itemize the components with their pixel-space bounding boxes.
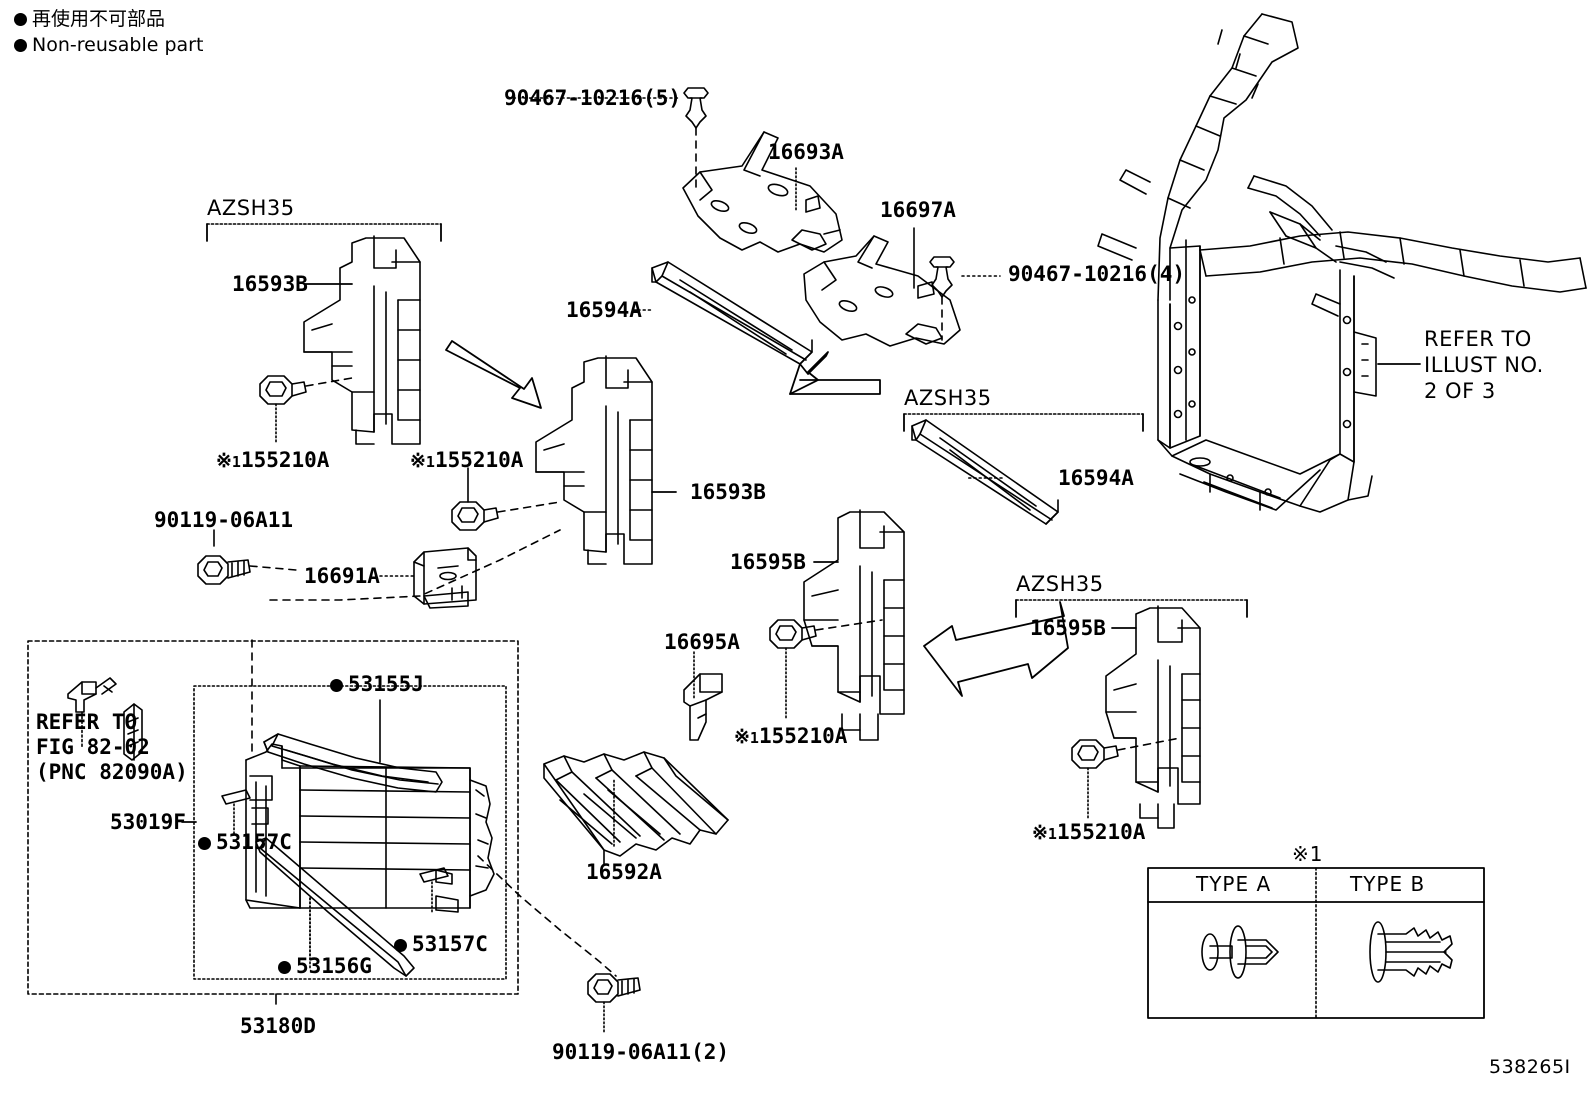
callout-53157c-2: 53157C — [394, 934, 488, 955]
assembly-arrow-1 — [445, 340, 542, 409]
non-reusable-marker-icon-3 — [330, 679, 343, 692]
type-table-col-b-label: TYPE B — [1350, 872, 1426, 896]
callout-16594a-mid: 16594A — [1058, 466, 1134, 490]
clip-90467-10216-5 — [683, 87, 709, 129]
callout-16593b-mid: 16593B — [690, 480, 766, 504]
callout-53019f: 53019F — [110, 810, 186, 834]
part-radiator-support-frame — [1097, 13, 1587, 513]
part-16594a-mid — [911, 419, 1059, 525]
callout-155210a-3: ※1155210A — [734, 724, 848, 748]
non-reusable-marker-icon — [14, 13, 27, 26]
part-53157c-2 — [419, 867, 449, 915]
part-16693a — [682, 131, 843, 253]
box-53019f — [193, 685, 507, 980]
part-16593b-upper — [303, 235, 421, 445]
part-16592a — [543, 751, 729, 865]
refer-to-illust-note: REFER TO ILLUST NO. 2 OF 3 — [1424, 326, 1544, 404]
callout-90119-06a11: 90119-06A11 — [154, 508, 294, 532]
grade-label-azsh35-right: AZSH35 — [1016, 572, 1104, 596]
legend-japanese: 再使用不可部品 — [14, 10, 165, 29]
grade-label-azsh35-mid: AZSH35 — [904, 386, 992, 410]
callout-53180d: 53180D — [240, 1014, 316, 1038]
bolt-155210a-2 — [451, 501, 499, 531]
legend-english: Non-reusable part — [14, 36, 203, 55]
refer-illust-line-1: REFER TO — [1424, 327, 1532, 351]
refer-illust-line-3: 2 OF 3 — [1424, 379, 1496, 403]
callout-53156g: 53156G — [278, 956, 372, 977]
type-table-title: ※1 — [1292, 842, 1324, 866]
callout-16693a: 16693A — [768, 140, 844, 164]
part-53019f-grille — [245, 743, 495, 913]
push-rivet-clip-icon — [1201, 925, 1279, 979]
christmas-tree-clip-icon — [1369, 921, 1453, 983]
callout-155210a-2: ※1155210A — [410, 448, 524, 472]
bolt-155210a-3 — [769, 619, 817, 649]
callout-16594a-top: 16594A — [566, 298, 642, 322]
callout-16592a: 16592A — [586, 860, 662, 884]
non-reusable-marker-icon-4 — [198, 837, 211, 850]
part-16594a-upper — [651, 261, 813, 365]
callout-53157c-1: 53157C — [198, 832, 292, 853]
part-16595b-right — [1105, 605, 1201, 829]
part-refer-fig-82-02 — [67, 677, 143, 761]
bolt-90119-06a11 — [197, 555, 251, 585]
callout-16595b-mid: 16595B — [730, 550, 806, 574]
callout-90467-10216-4: 90467-10216(4) — [1008, 262, 1186, 286]
refer-fig-line-1: REFER TO — [36, 710, 138, 734]
kome-mark-icon-3: ※ — [734, 726, 750, 748]
bolt-155210a-1 — [259, 375, 307, 405]
callout-90119-06a11-2: 90119-06A11(2) — [552, 1040, 730, 1064]
callout-155210a-4: ※1155210A — [1032, 820, 1146, 844]
refer-illust-line-2: ILLUST NO. — [1424, 353, 1544, 377]
type-table-col-a-label: TYPE A — [1196, 872, 1272, 896]
callout-16593b-top: 16593B — [232, 272, 308, 296]
kome-mark-icon-4: ※ — [1032, 822, 1048, 844]
callout-53155j: 53155J — [330, 674, 424, 695]
part-16595b-mid — [803, 509, 905, 741]
part-53157c-1 — [221, 789, 251, 837]
figure-id: 538265I — [1489, 1056, 1571, 1078]
refer-to-fig-note: REFER TO FIG 82-02 (PNC 82090A) — [36, 710, 188, 785]
clip-90467-10216-4 — [929, 256, 955, 298]
kome-mark-icon: ※ — [216, 450, 232, 472]
part-16697a — [803, 235, 961, 347]
type-table-frame — [1147, 867, 1485, 1019]
callout-155210a-1: ※1155210A — [216, 448, 330, 472]
bolt-90119-06a11-2 — [587, 973, 641, 1003]
non-reusable-marker-icon-6 — [278, 961, 291, 974]
refer-fig-line-3: (PNC 82090A) — [36, 760, 188, 784]
box-53180d — [27, 640, 519, 995]
callout-16691a: 16691A — [304, 564, 380, 588]
grade-label-azsh35-left: AZSH35 — [207, 196, 295, 220]
non-reusable-marker-icon-2 — [14, 39, 27, 52]
part-16593b-mid — [535, 355, 653, 565]
callout-16695a: 16695A — [664, 630, 740, 654]
assembly-arrow-2 — [789, 351, 881, 395]
part-16695a — [683, 673, 723, 741]
bolt-155210a-4 — [1071, 739, 1119, 769]
refer-fig-line-2: FIG 82-02 — [36, 735, 150, 759]
callout-90467-10216-5: 90467-10216(5) — [504, 86, 682, 110]
callout-16697a: 16697A — [880, 198, 956, 222]
assembly-arrow-3 — [923, 601, 1069, 697]
callout-16595b-right: 16595B — [1030, 616, 1106, 640]
part-16691a — [413, 547, 477, 609]
kome-mark-icon-2: ※ — [410, 450, 426, 472]
non-reusable-marker-icon-5 — [394, 939, 407, 952]
